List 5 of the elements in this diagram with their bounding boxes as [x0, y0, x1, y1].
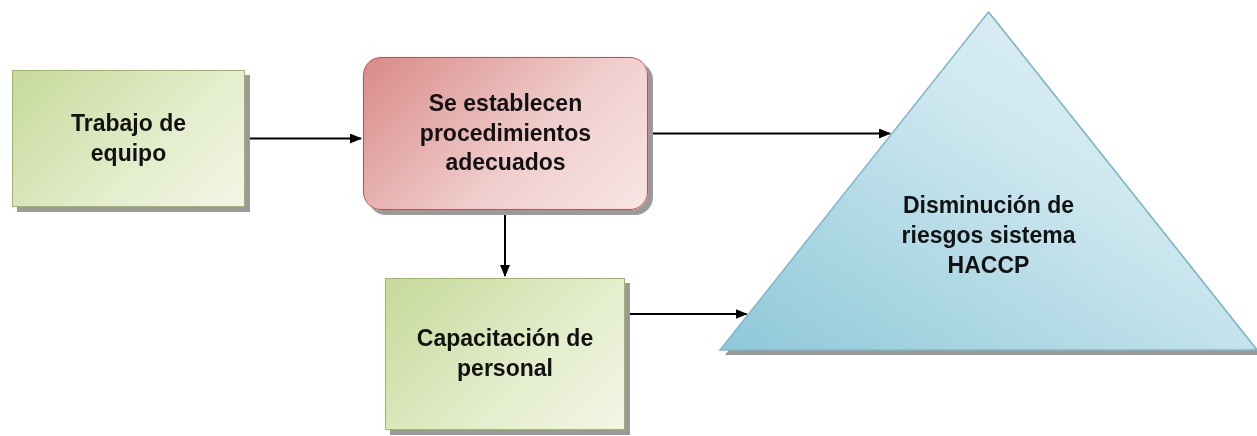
node-label: Trabajo de equipo — [69, 108, 187, 168]
node-label: Se establecen procedimientos adecuados — [418, 88, 593, 178]
arrow — [500, 213, 510, 277]
node-label: Disminución de riesgos sistema HACCP — [900, 191, 1077, 280]
node-label: Capacitación de personal — [415, 324, 595, 383]
